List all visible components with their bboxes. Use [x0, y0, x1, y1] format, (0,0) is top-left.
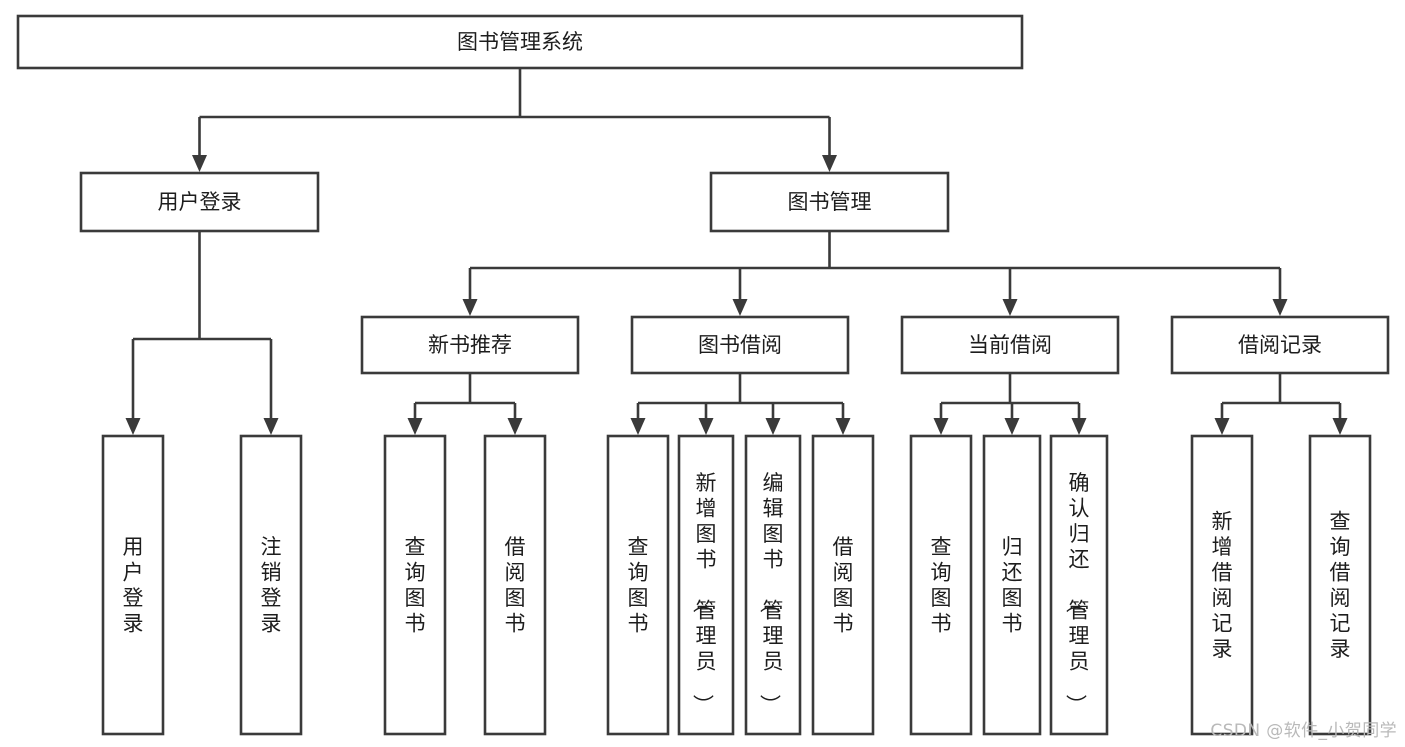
node-n-user-login[interactable]: 用户登录 [79, 171, 320, 233]
node-label: 确认归还（管理员） [1064, 471, 1090, 715]
node-l-query-book-3[interactable]: 查询图书 [909, 434, 973, 736]
node-box [811, 434, 875, 736]
node-l-query-book-2[interactable]: 查询图书 [606, 434, 670, 736]
watermark-label: CSDN @软件_小贺同学 [1210, 721, 1397, 741]
node-label: 图书管理 [788, 190, 872, 214]
node-label: 新增图书（管理员） [691, 471, 717, 715]
node-l-confirm-return[interactable]: 确认归还（管理员） [1049, 434, 1109, 736]
arrow-icon [1071, 418, 1087, 435]
node-l-borrow-book-1[interactable]: 借阅图书 [483, 434, 547, 736]
node-box [1170, 315, 1390, 375]
arrow-icon [933, 418, 949, 435]
node-l-query-book-1[interactable]: 查询图书 [383, 434, 447, 736]
node-root[interactable]: 图书管理系统 [16, 14, 1024, 70]
arrow-icon [822, 155, 837, 172]
node-box [483, 434, 547, 736]
node-label: 查询图书 [628, 535, 649, 636]
node-box [982, 434, 1042, 736]
node-box [900, 315, 1120, 375]
node-box [606, 434, 670, 736]
node-label: 用户登录 [158, 190, 242, 214]
node-n-book-manage[interactable]: 图书管理 [709, 171, 950, 233]
node-box [16, 14, 1024, 70]
node-label: 借阅记录 [1238, 333, 1322, 357]
node-box [383, 434, 447, 736]
node-label: 归还图书 [1002, 535, 1023, 636]
arrow-icon [1002, 299, 1018, 316]
node-l-logout[interactable]: 注销登录 [239, 434, 303, 736]
node-n-current-borrow[interactable]: 当前借阅 [900, 315, 1120, 375]
node-label: 查询图书 [405, 535, 426, 636]
node-box [101, 434, 165, 736]
node-l-edit-book[interactable]: 编辑图书（管理员） [744, 434, 802, 736]
node-layer: 图书管理系统用户登录图书管理新书推荐图书借阅当前借阅借阅记录用户登录注销登录查询… [16, 14, 1390, 736]
arrow-icon [263, 418, 279, 435]
arrow-icon [1004, 418, 1020, 435]
arrow-icon [698, 418, 714, 435]
node-l-return-book[interactable]: 归还图书 [982, 434, 1042, 736]
node-label: 查询借阅记录 [1330, 509, 1351, 661]
arrow-icon [630, 418, 646, 435]
node-n-borrow-record[interactable]: 借阅记录 [1170, 315, 1390, 375]
node-box [709, 171, 950, 233]
node-label: 图书管理系统 [457, 30, 583, 54]
node-label: 查询图书 [931, 535, 952, 636]
arrow-icon [765, 418, 781, 435]
node-box [1190, 434, 1254, 736]
node-l-add-record[interactable]: 新增借阅记录 [1190, 434, 1254, 736]
arrow-icon [732, 299, 748, 316]
connector-layer [125, 68, 1348, 435]
arrow-icon [1214, 418, 1230, 435]
node-label: 借阅图书 [505, 535, 526, 636]
node-box [79, 171, 320, 233]
arrow-icon [1272, 299, 1288, 316]
arrow-icon [1332, 418, 1348, 435]
arrow-icon [125, 418, 141, 435]
node-label: 注销登录 [261, 535, 282, 636]
node-label: 图书借阅 [698, 333, 782, 357]
node-l-borrow-book-2[interactable]: 借阅图书 [811, 434, 875, 736]
node-box [1308, 434, 1372, 736]
node-n-book-borrow[interactable]: 图书借阅 [630, 315, 850, 375]
node-box [677, 434, 735, 736]
node-box [909, 434, 973, 736]
arrow-icon [192, 155, 207, 172]
node-l-query-record[interactable]: 查询借阅记录 [1308, 434, 1372, 736]
node-box [630, 315, 850, 375]
arrow-icon [462, 299, 478, 316]
arrow-icon [835, 418, 851, 435]
node-label: 当前借阅 [968, 333, 1052, 357]
node-label: 用户登录 [123, 535, 144, 636]
node-label: 编辑图书（管理员） [758, 471, 784, 715]
node-label: 新书推荐 [428, 333, 512, 357]
node-n-new-book-rec[interactable]: 新书推荐 [360, 315, 580, 375]
arrow-icon [507, 418, 523, 435]
node-l-user-login[interactable]: 用户登录 [101, 434, 165, 736]
node-label: 新增借阅记录 [1212, 509, 1233, 661]
arrow-icon [407, 418, 423, 435]
node-box [360, 315, 580, 375]
node-label: 借阅图书 [833, 535, 854, 636]
node-box [1049, 434, 1109, 736]
node-l-add-book[interactable]: 新增图书（管理员） [677, 434, 735, 736]
node-box [239, 434, 303, 736]
node-box [744, 434, 802, 736]
